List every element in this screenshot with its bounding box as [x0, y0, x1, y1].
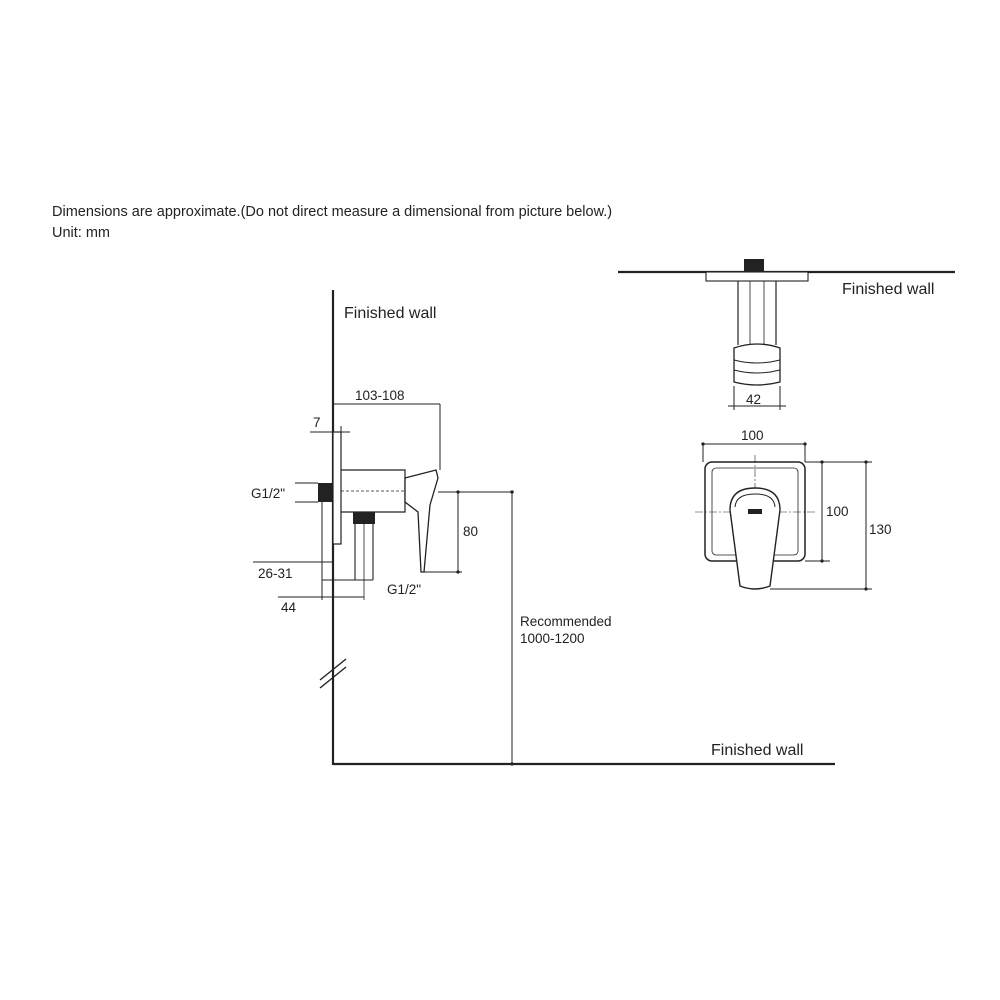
outlet-connector — [353, 512, 375, 524]
top-handle — [733, 343, 781, 386]
inlet-connector — [318, 483, 333, 502]
dim-plate-height: 100 — [826, 504, 849, 519]
dim-total-height: 130 — [869, 522, 892, 537]
dim-inlet-thread: G1/2" — [251, 486, 285, 501]
dim-top-width: 42 — [746, 392, 761, 407]
lever-handle — [404, 469, 439, 573]
recommended-label: Recommended — [520, 614, 612, 629]
unit-note: Unit: mm — [52, 225, 110, 241]
break-mark — [319, 666, 347, 689]
side-view: Finished wall Finished wall 103-108 7 G1… — [251, 290, 835, 766]
dim-outlet-thread: G1/2" — [387, 582, 421, 597]
dim-offset-a: 26-31 — [258, 566, 293, 581]
top-plate — [705, 271, 809, 282]
dim-front-width: 100 — [741, 428, 764, 443]
floor-wall-label: Finished wall — [711, 742, 803, 759]
dim-plate: 7 — [313, 415, 321, 430]
top-view: 42 Finished wall — [618, 259, 955, 410]
side-wall-label: Finished wall — [344, 305, 436, 322]
dim-depth: 103-108 — [355, 388, 405, 403]
top-wall-label: Finished wall — [842, 281, 934, 298]
front-handle — [729, 487, 781, 590]
disclaimer-note: Dimensions are approximate.(Do not direc… — [52, 204, 613, 220]
dim-height: 80 — [463, 524, 478, 539]
front-view: 100 100 130 — [695, 428, 892, 591]
wall-plate — [332, 431, 342, 545]
recommended-range: 1000-1200 — [520, 631, 585, 646]
dim-offset-b: 44 — [281, 600, 297, 615]
top-connector — [744, 259, 764, 272]
